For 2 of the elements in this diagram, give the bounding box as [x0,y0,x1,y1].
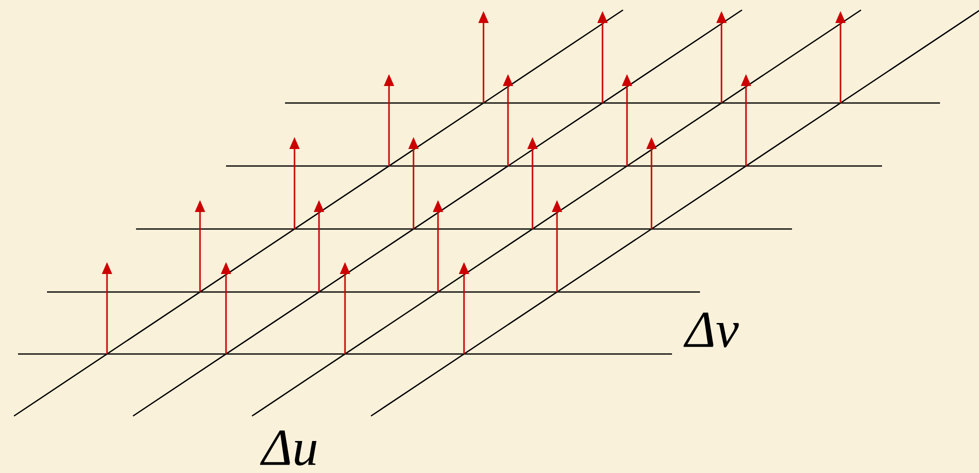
axis-label: Δv [683,312,739,348]
axis-label: Δu [260,430,316,466]
